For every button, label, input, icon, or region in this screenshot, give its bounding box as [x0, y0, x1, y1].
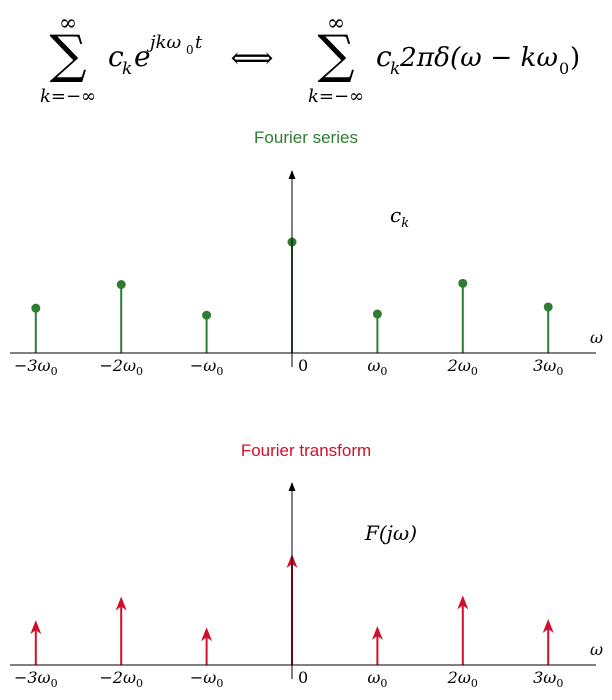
fourier-transform-axes: ω F(jω) −3ω0 −2ω0 −ω0 0 ω0 2ω0 3ω0 [10, 482, 603, 690]
stem-marker [543, 302, 553, 312]
iff-symbol: ⟺ [230, 41, 273, 76]
x-tick-label: −2ω0 [99, 356, 143, 378]
x-tick-label: 0 [298, 356, 308, 375]
rhs-term-close: ) [570, 43, 580, 73]
fourier-series-chart: ω ck −3ω0 −2ω0 −ω0 0 ω0 2ω0 3ω0 [10, 170, 603, 378]
fourier-pair-formula: ∞ ∑ k=−∞ c k e jkω 0 t ⟺ ∞ ∑ k=−∞ c k 2π… [40, 11, 580, 107]
rhs-sum-upper: ∞ [327, 11, 345, 36]
x-tick-label: −3ω0 [14, 356, 58, 378]
x-tick-label: ω0 [367, 668, 387, 690]
impulse-arrowhead [457, 595, 469, 610]
impulse-arrowhead [371, 626, 383, 641]
y-axis-label: ck [390, 203, 409, 231]
fourier-series-marks [31, 237, 553, 353]
x-tick-label: −ω0 [190, 356, 223, 378]
x-tick-label: 3ω0 [533, 668, 563, 690]
rhs-term-rest: 2πδ(ω − kω [399, 43, 558, 73]
y-axis-arrowhead [288, 170, 296, 179]
stem-marker [31, 303, 41, 313]
stem-marker [372, 309, 382, 319]
impulse-arrowhead [201, 627, 213, 642]
rhs-term-sub: k [390, 59, 400, 79]
chart-title-fourier-series: Fourier series [254, 128, 358, 147]
lhs-exp-base: e [134, 40, 151, 73]
lhs-term-base: c [108, 40, 124, 73]
x-axis-label: ω [590, 640, 603, 659]
x-tick-label: 2ω0 [447, 356, 478, 378]
chart-title-fourier-transform: Fourier transform [240, 441, 372, 460]
x-axis-label: ω [590, 328, 603, 347]
impulse-arrowhead [30, 620, 42, 635]
x-tick-label: 0 [298, 668, 308, 687]
lhs-sum-symbol: ∑ [49, 25, 86, 85]
impulse-arrowhead [542, 618, 554, 633]
stem-marker [202, 310, 212, 320]
x-tick-label: −2ω0 [99, 668, 143, 690]
lhs-exp-power: jkω [146, 32, 181, 53]
fourier-transform-chart: ω F(jω) −3ω0 −2ω0 −ω0 0 ω0 2ω0 3ω0 [10, 482, 603, 690]
stem-marker [116, 280, 126, 290]
x-tick-label: 3ω0 [533, 356, 563, 378]
rhs-sum-lower: k=−∞ [308, 86, 364, 107]
stem-marker [458, 278, 468, 288]
fourier-series-axes: ω ck −3ω0 −2ω0 −ω0 0 ω0 2ω0 3ω0 [10, 170, 603, 378]
x-tick-label: ω0 [367, 356, 387, 378]
rhs-term-rest-sub: 0 [559, 59, 569, 78]
x-tick-label: 2ω0 [447, 668, 478, 690]
lhs-exp-power-tail: t [195, 32, 203, 53]
rhs-sum-symbol: ∑ [317, 25, 354, 85]
lhs-sum-upper: ∞ [59, 11, 77, 36]
lhs-sum-lower: k=−∞ [40, 86, 96, 107]
x-tick-label: −3ω0 [14, 668, 58, 690]
y-axis-arrowhead [288, 482, 296, 491]
lhs-term-sub: k [122, 59, 132, 79]
lhs-exp-power-sub: 0 [186, 43, 194, 57]
x-tick-label: −ω0 [190, 668, 223, 690]
rhs-term-base: c [376, 40, 392, 73]
impulse-arrowhead [115, 596, 127, 611]
y-axis-label: F(jω) [364, 521, 417, 545]
